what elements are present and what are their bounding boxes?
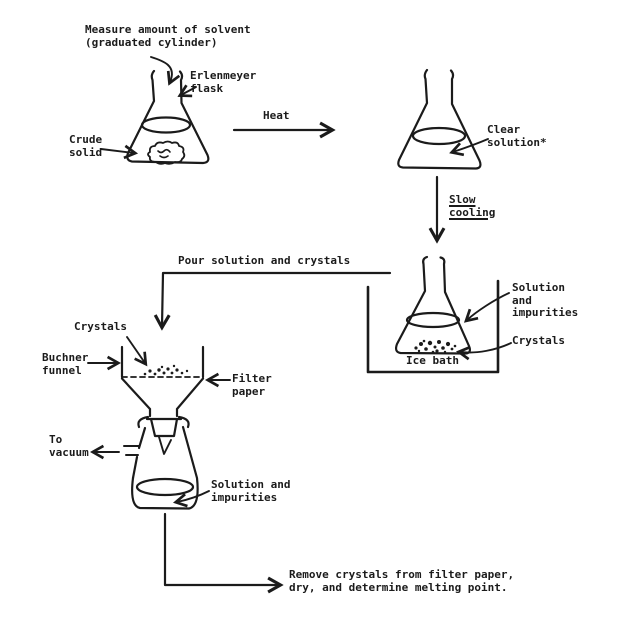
- pour-flow-line: [162, 271, 392, 326]
- erlenmeyer-flask-icebath-icon: [394, 255, 472, 355]
- pour-solution-label: Pour solution and crystals: [178, 254, 351, 267]
- crystals-left-arrow: [126, 336, 145, 363]
- solution-impurities-bottom-arrow: [177, 490, 210, 502]
- to-vacuum-label: To vacuum: [49, 433, 89, 459]
- crystals-right-arrow: [460, 342, 512, 353]
- erlenmeyer-flask-label: Erlenmeyer flask: [190, 69, 257, 95]
- filter-flask-icon: [123, 415, 199, 510]
- crystals-left-label: Crystals: [74, 320, 127, 333]
- solution-impurities-right-label: Solution and impurities: [512, 281, 579, 320]
- crude-solid-label: Crude solid: [69, 133, 103, 159]
- crystals-on-filter-icon: [143, 364, 189, 376]
- crude-solid-arrow: [100, 149, 134, 153]
- erlenmeyer-flask-clear-icon: [397, 68, 482, 170]
- slow-cooling-label: Slow cooling: [449, 193, 496, 219]
- clear-solution-arrow: [453, 138, 489, 152]
- measure-solvent-label: Measure amount of solvent (graduated cyl…: [85, 23, 251, 49]
- buchner-funnel-icon: [120, 345, 205, 418]
- crystals-in-flask-icon: [414, 339, 457, 354]
- remove-crystals-label: Remove crystals from filter paper, dry, …: [289, 568, 515, 594]
- erlenmeyer-flask-crude-icon: [126, 69, 210, 165]
- solution-impurities-right-arrow: [467, 292, 510, 320]
- ice-bath-container-icon: [366, 279, 500, 374]
- clear-solution-label: Clear solution*: [487, 123, 547, 149]
- ice-bath-label: Ice bath: [406, 354, 459, 367]
- filter-paper-label: Filter paper: [232, 372, 272, 398]
- remove-crystals-flow-line: [163, 512, 279, 585]
- erlenmeyer-label-arrow: [181, 87, 197, 95]
- heat-label: Heat: [263, 109, 290, 122]
- solution-impurities-bottom-label: Solution and impurities: [211, 478, 291, 504]
- buchner-funnel-label: Buchner funnel: [42, 351, 89, 377]
- crystals-right-label: Crystals: [512, 334, 565, 347]
- measure-solvent-arrow: [150, 56, 172, 82]
